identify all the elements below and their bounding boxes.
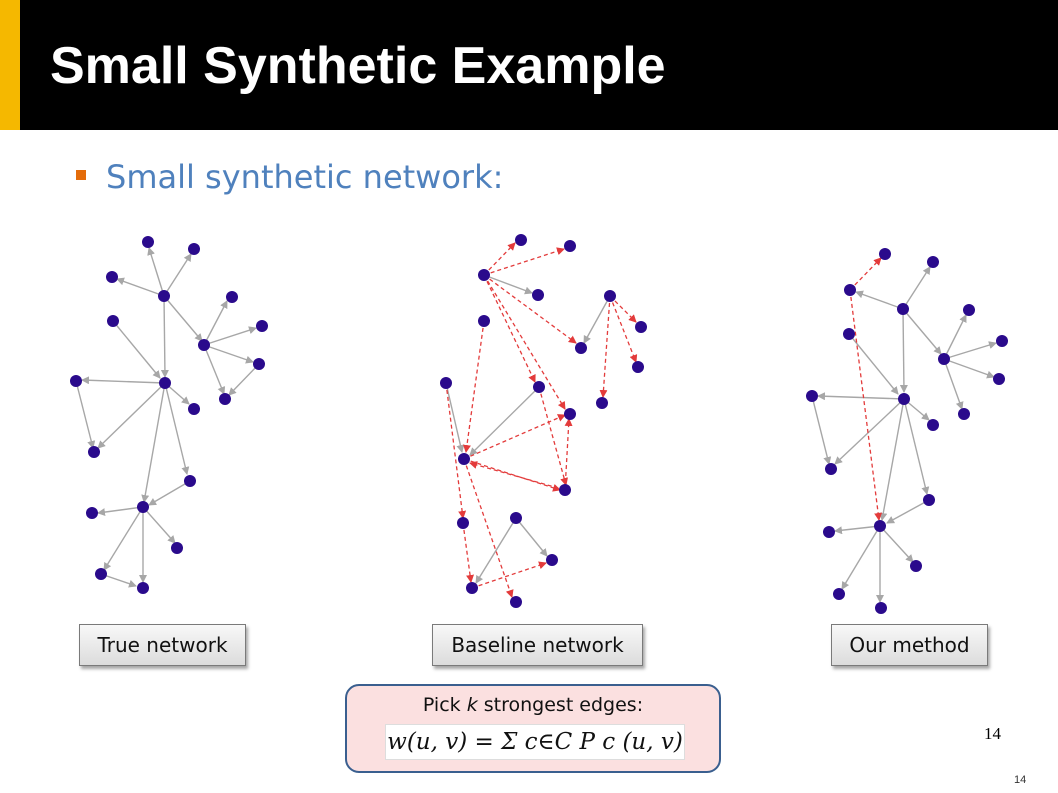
network-node xyxy=(575,342,587,354)
network-node xyxy=(107,315,119,327)
network-node xyxy=(510,596,522,608)
edge-weight-formula: w(u, v) = Σ c∈C P c (u, v) xyxy=(385,724,685,760)
slide-title: Small Synthetic Example xyxy=(50,37,666,95)
baseline-network-graph xyxy=(440,234,647,608)
footer-page-number: 14 xyxy=(1014,774,1027,786)
baseline-false-edges xyxy=(445,242,638,598)
page-number: 14 xyxy=(984,724,1001,743)
network-node xyxy=(478,269,490,281)
network-node xyxy=(825,463,837,475)
network-node xyxy=(897,303,909,315)
network-node xyxy=(256,320,268,332)
network-node xyxy=(879,248,891,260)
network-node xyxy=(188,403,200,415)
network-node xyxy=(158,290,170,302)
network-node xyxy=(478,315,490,327)
baseline-network-nodes xyxy=(440,234,647,608)
network-node xyxy=(171,542,183,554)
network-node xyxy=(159,377,171,389)
network-node xyxy=(546,554,558,566)
network-node xyxy=(564,408,576,420)
network-node xyxy=(86,507,98,519)
our-method-false-edges xyxy=(849,257,883,521)
bullet-square-icon xyxy=(76,170,86,180)
network-node xyxy=(253,358,265,370)
network-node xyxy=(875,602,887,614)
network-node xyxy=(188,243,200,255)
network-node xyxy=(559,484,571,496)
formula-callout: Pick k strongest edges: w(u, v) = Σ c∈C … xyxy=(345,684,721,773)
network-node xyxy=(635,321,647,333)
network-node xyxy=(515,234,527,246)
title-accent-stripe xyxy=(0,0,20,130)
network-node xyxy=(958,408,970,420)
network-node xyxy=(898,393,910,405)
network-node xyxy=(596,397,608,409)
network-node xyxy=(806,390,818,402)
network-node xyxy=(923,494,935,506)
network-node xyxy=(226,291,238,303)
network-node xyxy=(833,588,845,600)
our-method-label: Our method xyxy=(831,624,988,666)
network-node xyxy=(457,517,469,529)
network-node xyxy=(910,560,922,572)
network-node xyxy=(963,304,975,316)
bullet-text: Small synthetic network: xyxy=(106,158,504,196)
network-node xyxy=(88,446,100,458)
network-node xyxy=(844,284,856,296)
network-node xyxy=(184,475,196,487)
true-network-edges xyxy=(75,247,260,588)
title-bar xyxy=(0,0,1058,130)
network-node xyxy=(632,361,644,373)
network-node xyxy=(142,236,154,248)
network-node xyxy=(219,393,231,405)
network-node xyxy=(996,335,1008,347)
true-network-nodes xyxy=(70,236,268,594)
baseline-true-edges xyxy=(445,274,611,584)
our-method-nodes xyxy=(806,248,1008,614)
formula-caption: Pick k strongest edges: xyxy=(347,694,719,716)
caption-prefix: Pick xyxy=(422,694,467,716)
network-node xyxy=(993,373,1005,385)
network-node xyxy=(823,526,835,538)
network-node xyxy=(533,381,545,393)
network-node xyxy=(70,375,82,387)
network-node xyxy=(874,520,886,532)
network-node xyxy=(927,256,939,268)
true-network-graph xyxy=(70,236,268,594)
baseline-network-label: Baseline network xyxy=(432,624,643,666)
our-method-graph xyxy=(806,248,1008,614)
network-node xyxy=(440,377,452,389)
network-node xyxy=(137,582,149,594)
network-node xyxy=(927,419,939,431)
network-node xyxy=(95,568,107,580)
network-node xyxy=(564,240,576,252)
network-node xyxy=(458,453,470,465)
network-node xyxy=(106,271,118,283)
network-node xyxy=(938,353,950,365)
network-node xyxy=(466,582,478,594)
true-network-label: True network xyxy=(79,624,246,666)
network-node xyxy=(532,289,544,301)
caption-suffix: strongest edges: xyxy=(477,694,644,716)
network-node xyxy=(137,501,149,513)
network-node xyxy=(843,328,855,340)
network-node xyxy=(510,512,522,524)
caption-variable-k: k xyxy=(466,694,478,716)
network-node xyxy=(604,290,616,302)
our-method-true-edges xyxy=(811,266,997,603)
network-node xyxy=(198,339,210,351)
